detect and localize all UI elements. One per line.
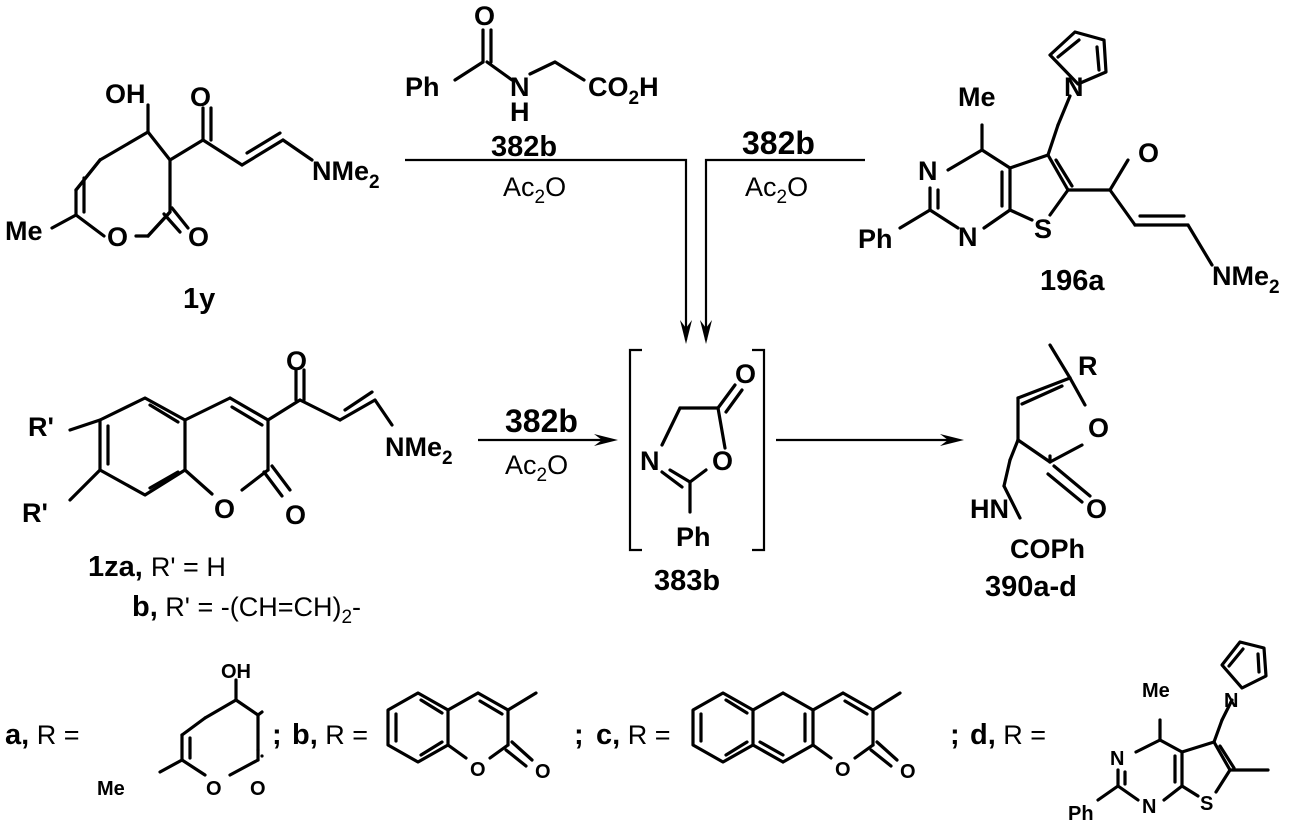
substituent-c: c, R = O O bbox=[596, 691, 916, 783]
nme2-label: NMe2 bbox=[312, 156, 380, 193]
substituent-d: d, R = N Me N N S Ph bbox=[970, 640, 1270, 825]
substituent-d-label: d, R = bbox=[970, 719, 1046, 751]
lactone-o-390: O bbox=[1086, 494, 1107, 524]
separator-2: ; bbox=[574, 719, 584, 751]
ring-o-a: O bbox=[206, 778, 222, 800]
compound-196a: N Me N N S Ph O NMe2 196a bbox=[858, 30, 1280, 298]
methyl-label-a: Me bbox=[97, 778, 125, 800]
oxazolone-o: O bbox=[712, 446, 733, 476]
oh-label: OH bbox=[105, 79, 146, 109]
reagent-ac2o-top-left: Ac2O bbox=[503, 172, 566, 208]
oxazolone-n: N bbox=[640, 446, 660, 476]
substituent-a-label: a, R = bbox=[5, 719, 79, 751]
substituent-b-label: b, R = bbox=[292, 719, 368, 751]
rprime-top: R' bbox=[28, 412, 54, 442]
arrow-from-1y bbox=[405, 158, 692, 344]
r-label-390: R bbox=[1078, 351, 1098, 381]
co2h-label: CO2H bbox=[588, 72, 659, 109]
ph-label-383b: Ph bbox=[676, 522, 711, 552]
compound-1za: O O O R' R' NMe2 1za, R' = H b, R' = -(C… bbox=[22, 346, 453, 628]
amide-h: H bbox=[510, 97, 530, 127]
carbonyl-o: O bbox=[190, 82, 211, 112]
thiophene-s: S bbox=[1034, 214, 1052, 244]
compound-383b-label: 383b bbox=[654, 565, 720, 597]
carbonyl-o-196a: O bbox=[1138, 138, 1159, 168]
ring-o-b: O bbox=[470, 759, 486, 781]
amide-n: N bbox=[510, 72, 530, 102]
thiophene-s-d: S bbox=[1200, 793, 1213, 815]
pyrrole-n-d: N bbox=[1224, 690, 1238, 712]
oxazolone-carbonyl-o: O bbox=[735, 359, 756, 389]
nme2-label-196a: NMe2 bbox=[1212, 261, 1280, 298]
methyl-label-196a: Me bbox=[958, 82, 996, 112]
lactone-o-c: O bbox=[900, 761, 916, 783]
arrow-to-390 bbox=[776, 434, 964, 446]
substituent-b: b, R = O O bbox=[292, 691, 551, 783]
ring-o-390: O bbox=[1088, 413, 1109, 443]
nme2-label-1za: NMe2 bbox=[385, 432, 453, 469]
separator-1: ; bbox=[272, 719, 282, 751]
ring-o-c: O bbox=[835, 759, 851, 781]
substituent-a: a, R = OH Me O O bbox=[5, 661, 266, 800]
carbonyl-o-1za: O bbox=[286, 346, 307, 376]
compound-1za-label: 1za, R' = H bbox=[88, 551, 226, 583]
amide-o: O bbox=[474, 1, 495, 31]
compound-390-label: 390a-d bbox=[985, 571, 1077, 603]
pyrrole-n: N bbox=[1064, 72, 1084, 102]
oh-label-a: OH bbox=[221, 661, 251, 683]
compound-1y: OH O O O Me NMe2 1y bbox=[5, 79, 380, 315]
hn-label-390: HN bbox=[970, 494, 1009, 524]
compound-1y-label: 1y bbox=[183, 283, 215, 315]
compound-390: R O O HN COPh 390a-d bbox=[970, 343, 1109, 603]
reagent-ac2o-mid: Ac2O bbox=[505, 450, 568, 486]
compound-382b-structure: Ph O N H CO2H 382b bbox=[405, 1, 659, 163]
pyrimidine-n1: N bbox=[918, 156, 938, 186]
lactone-o-1za: O bbox=[285, 500, 306, 530]
reagent-382b-right: 382b bbox=[742, 125, 815, 161]
compound-1zb-label: b, R' = -(CH=CH)2- bbox=[132, 591, 361, 628]
lactone-o: O bbox=[188, 222, 209, 252]
separator-3: ; bbox=[950, 719, 960, 751]
arrow-from-196a bbox=[700, 158, 865, 344]
arrow-from-1za bbox=[478, 434, 618, 446]
methyl-label: Me bbox=[5, 216, 43, 246]
compound-383b: O N O Ph 383b bbox=[628, 348, 766, 597]
ph-label-d: Ph bbox=[1068, 803, 1094, 825]
compound-196a-label: 196a bbox=[1040, 265, 1105, 297]
pyrimidine-n2: N bbox=[958, 222, 978, 252]
lactone-o-a: O bbox=[250, 778, 266, 800]
ring-o-1za: O bbox=[214, 494, 235, 524]
coph-label-390: COPh bbox=[1010, 534, 1085, 564]
ph-label-196a: Ph bbox=[858, 224, 893, 254]
pyrimidine-n2-d: N bbox=[1142, 796, 1156, 818]
reagent-382b-mid: 382b bbox=[505, 403, 578, 439]
compound-382b-label: 382b bbox=[491, 131, 557, 163]
pyrimidine-n1-d: N bbox=[1110, 748, 1124, 770]
lactone-o-b: O bbox=[535, 761, 551, 783]
ring-o: O bbox=[107, 222, 128, 252]
substituent-c-label: c, R = bbox=[596, 719, 670, 751]
rprime-bottom: R' bbox=[22, 498, 48, 528]
methyl-label-d: Me bbox=[1142, 680, 1170, 702]
reagent-ac2o-top-right: Ac2O bbox=[745, 172, 808, 208]
ph-label: Ph bbox=[405, 72, 440, 102]
